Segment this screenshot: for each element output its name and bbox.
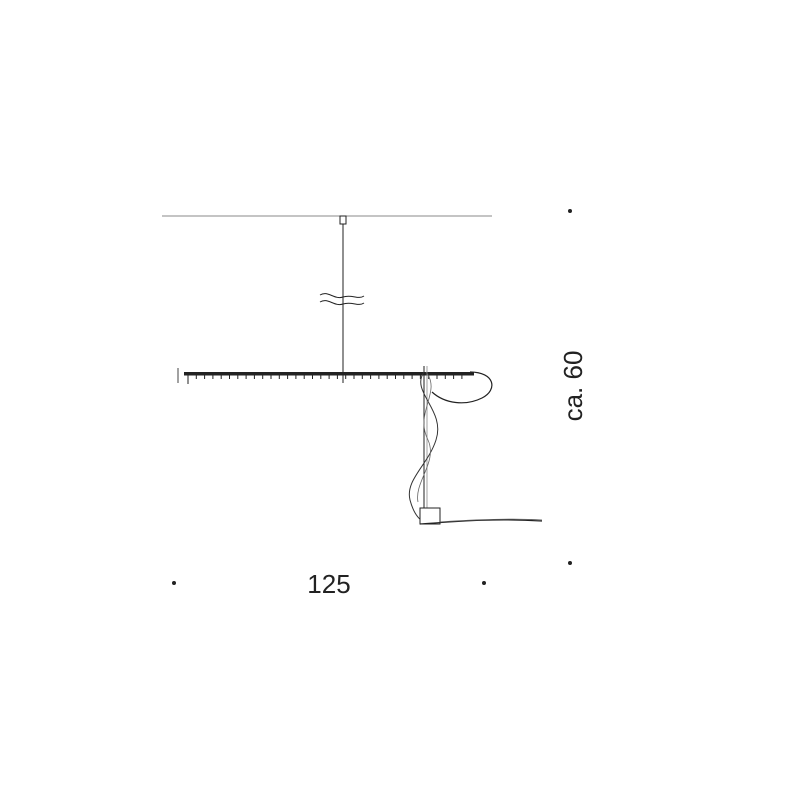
floor-cord-end (439, 518, 543, 523)
ceiling-canopy (339, 215, 347, 225)
power-cord-strand (417, 371, 432, 503)
height-dimension-dot-bottom (568, 561, 572, 565)
floor-cord (419, 519, 543, 525)
power-cord (408, 371, 439, 523)
width-dimension-dot-right (482, 581, 486, 585)
floor-base (419, 507, 441, 525)
width-dimension-dot-left (172, 581, 176, 585)
light-bar (184, 372, 474, 376)
width-dimension-label: 125 (307, 569, 350, 599)
height-dimension-label: ca. 60 (558, 351, 588, 422)
power-cable-loop (431, 371, 493, 404)
bar-ticks (187, 375, 463, 384)
height-dimension-dot-top (568, 209, 572, 213)
cable-break-symbol (319, 293, 365, 306)
